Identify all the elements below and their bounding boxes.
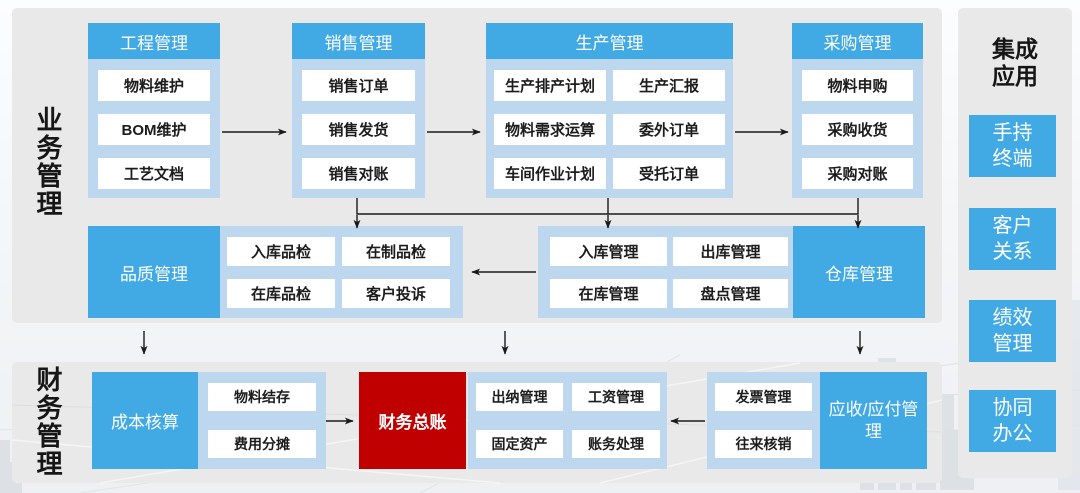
warehouse-items-container: 入库管理 出库管理 在库管理 盘点管理 <box>538 226 793 318</box>
module-item: 物料结存 <box>208 383 316 411</box>
module-item: 生产排产计划 <box>494 70 606 101</box>
integration-item-label: 绩效管理 <box>992 307 1033 355</box>
invoice-items-container: 发票管理 往来核销 <box>707 372 820 469</box>
receivable-payable-label: 应收/应付管理 <box>828 399 919 441</box>
finance-section-label: 财务管理 <box>33 366 63 478</box>
receivable-payable-box: 应收/应付管理 <box>820 372 927 469</box>
production-module: 生产管理 生产排产计划 物料需求运算 车间作业计划 生产汇报 委外订单 受托订单 <box>486 23 733 198</box>
module-item: 发票管理 <box>715 383 812 411</box>
integration-customer-relations: 客户关系 <box>969 208 1056 270</box>
module-item: 工资管理 <box>572 383 660 411</box>
module-item: 受托订单 <box>613 158 725 189</box>
procurement-module: 采购管理 物料申购 采购收货 采购对账 <box>792 23 923 198</box>
module-item: 在制品检 <box>342 237 450 266</box>
integrations-title: 集成应用 <box>958 36 1072 90</box>
module-item: 固定资产 <box>476 430 563 458</box>
module-item: 入库管理 <box>550 237 667 266</box>
ledger-items-container: 出纳管理 工资管理 固定资产 账务处理 <box>468 372 667 469</box>
module-item: 客户投诉 <box>342 279 450 308</box>
module-item: 委外订单 <box>613 114 725 145</box>
module-item: 在库品检 <box>227 279 335 308</box>
general-ledger-box: 财务总账 <box>359 372 466 469</box>
module-item: 物料需求运算 <box>494 114 606 145</box>
integration-collaborative-office: 协同办公 <box>969 390 1056 452</box>
module-item: BOM维护 <box>98 114 210 145</box>
module-item: 盘点管理 <box>673 279 788 308</box>
module-item: 销售订单 <box>302 70 415 101</box>
module-item: 生产汇报 <box>613 70 725 101</box>
sales-module: 销售管理 销售订单 销售发货 销售对账 <box>292 23 425 198</box>
module-item: 工艺文档 <box>98 158 210 189</box>
integration-performance-management: 绩效管理 <box>969 300 1056 362</box>
warehouse-management-box: 仓库管理 <box>793 226 925 318</box>
module-item: 出库管理 <box>673 237 788 266</box>
sales-header: 销售管理 <box>292 23 425 59</box>
module-item: 销售发货 <box>302 114 415 145</box>
quality-management-box: 品质管理 <box>88 226 220 318</box>
production-header: 生产管理 <box>486 23 733 59</box>
engineering-module: 工程管理 物料维护 BOM维护 工艺文档 <box>88 23 220 198</box>
integration-item-label: 客户关系 <box>992 215 1033 263</box>
integration-handheld-terminal: 手持终端 <box>969 115 1056 177</box>
cost-accounting-box: 成本核算 <box>92 372 198 469</box>
module-item: 在库管理 <box>550 279 667 308</box>
integration-item-label: 手持终端 <box>992 122 1033 170</box>
module-item: 费用分摊 <box>208 430 316 458</box>
module-item: 采购收货 <box>802 114 913 145</box>
module-item: 采购对账 <box>802 158 913 189</box>
procurement-header: 采购管理 <box>792 23 923 59</box>
cost-items-container: 物料结存 费用分摊 <box>198 372 326 469</box>
engineering-header: 工程管理 <box>88 23 220 59</box>
module-item: 物料维护 <box>98 70 210 101</box>
module-item: 账务处理 <box>572 430 660 458</box>
integrations-title-text: 集成应用 <box>992 36 1038 89</box>
module-item: 出纳管理 <box>476 383 563 411</box>
module-item: 入库品检 <box>227 237 335 266</box>
module-item: 销售对账 <box>302 158 415 189</box>
module-item: 物料申购 <box>802 70 913 101</box>
integration-item-label: 协同办公 <box>992 397 1033 445</box>
module-item: 往来核销 <box>715 430 812 458</box>
module-item: 车间作业计划 <box>494 158 606 189</box>
business-section-label: 业务管理 <box>33 106 63 218</box>
quality-items-container: 入库品检 在制品检 在库品检 客户投诉 <box>220 226 463 318</box>
